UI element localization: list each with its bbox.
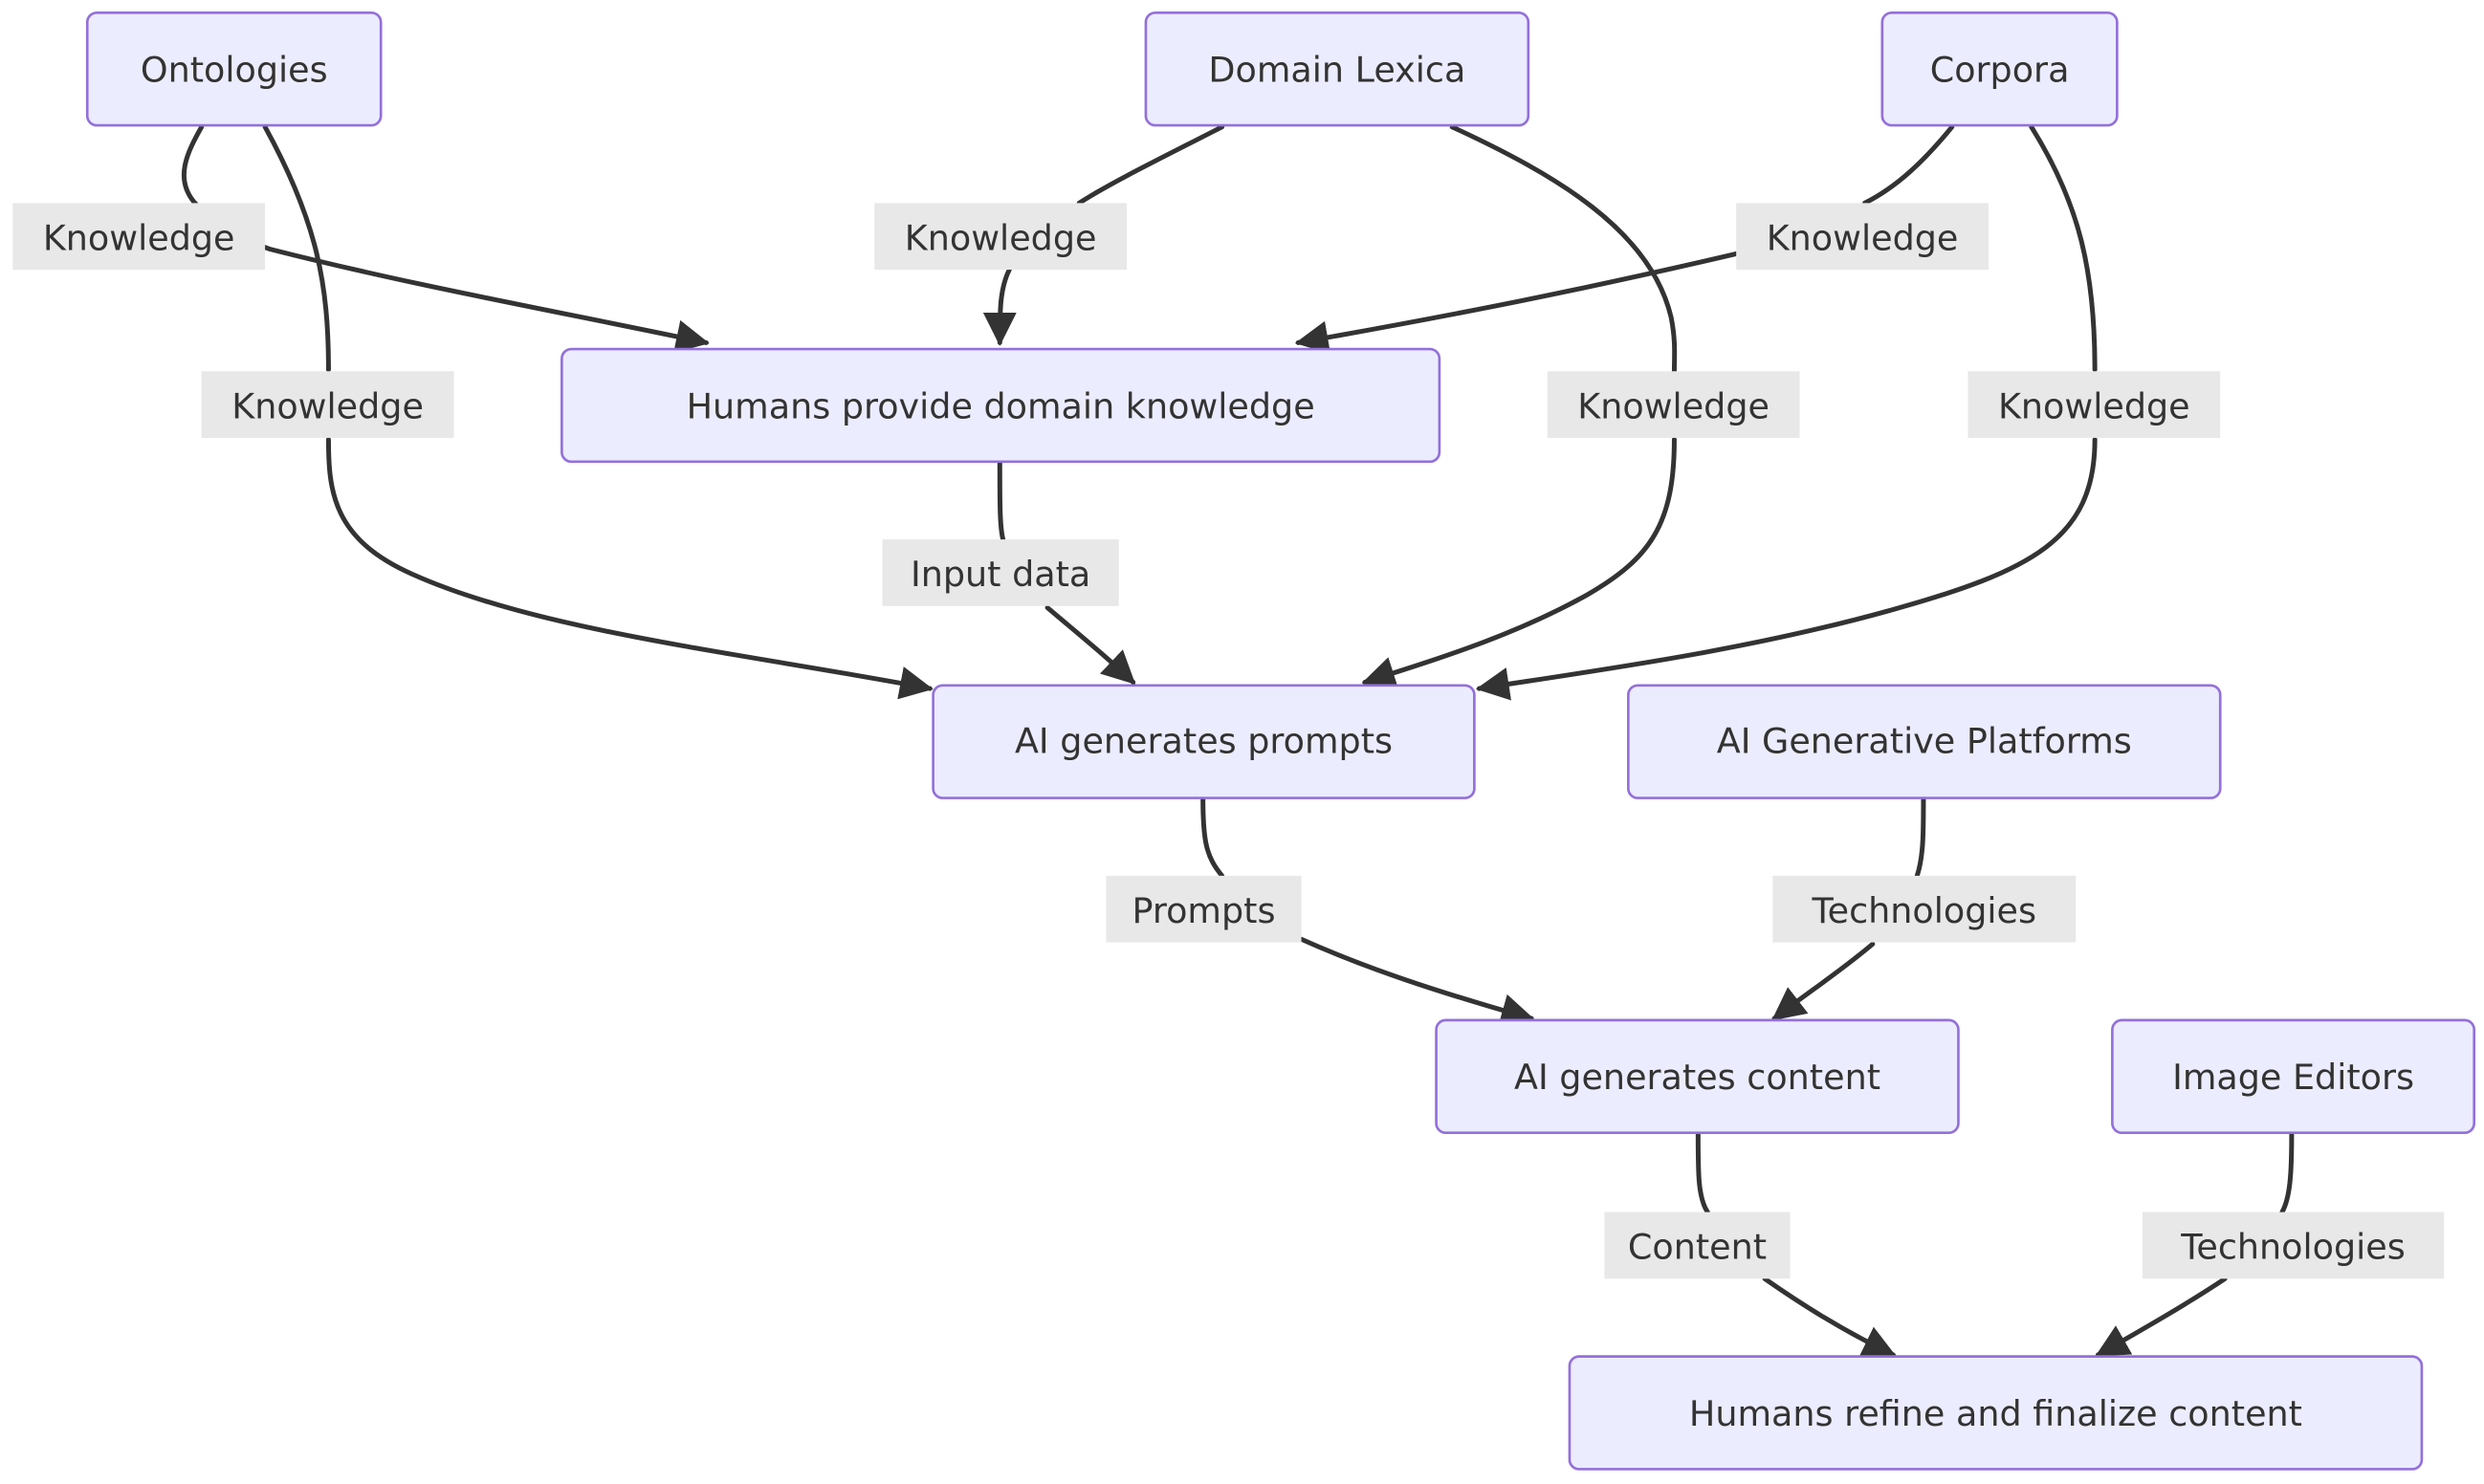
edge-prompts-to-content — [1200, 796, 1531, 1019]
edge-platforms-to-content — [1774, 796, 1926, 1019]
edge-label-text: Knowledge — [1577, 385, 1770, 426]
node-label: Ontologies — [141, 50, 328, 91]
node-label: Domain Lexica — [1208, 50, 1465, 91]
edge-label-lexica-to-prompts: Knowledge — [1547, 371, 1800, 438]
edge-lexica-to-prompts — [1365, 124, 1678, 683]
edge-label-text: Input data — [911, 554, 1090, 595]
edge-label-corpora-to-prompts: Knowledge — [1967, 371, 2221, 438]
edge-label-text: Content — [1628, 1227, 1767, 1268]
edge-ontologies-to-prompts — [262, 124, 930, 688]
edge-label-text: Knowledge — [1767, 217, 1959, 258]
node-humans-refine-content: Humans refine and finalize content — [1568, 1355, 2424, 1471]
node-label: AI Generative Platforms — [1717, 720, 2132, 761]
node-label: AI generates content — [1514, 1057, 1880, 1098]
node-image-editors: Image Editors — [2111, 1018, 2476, 1134]
edge-label-lexica-to-humans: Knowledge — [874, 203, 1128, 271]
edge-labels: Knowledge Knowledge Knowledge Knowledge … — [12, 203, 2445, 1279]
edge-ontologies-to-humans — [181, 124, 710, 353]
node-ontologies: Ontologies — [85, 11, 383, 127]
edge-corpora-to-humans — [1298, 124, 1955, 343]
nodes: Ontologies Domain Lexica Corpora Humans … — [85, 11, 2476, 1471]
edge-label-ontologies-to-prompts: Knowledge — [201, 371, 454, 438]
edge-lexica-to-humans — [1000, 124, 1225, 343]
node-humans-provide-knowledge: Humans provide domain knowledge — [561, 347, 1441, 464]
edge-label-platforms-to-content: Technologies — [1772, 875, 2077, 943]
node-label: Image Editors — [2172, 1057, 2414, 1098]
node-label: AI generates prompts — [1015, 720, 1393, 761]
edges — [181, 124, 2295, 1355]
edge-label-text: Knowledge — [1998, 385, 2190, 426]
edge-corpora-to-prompts — [1479, 124, 2098, 688]
edge-label-text: Prompts — [1132, 890, 1276, 931]
edge-label-editors-to-refine: Technologies — [2142, 1211, 2445, 1279]
edge-label-text: Technologies — [1812, 890, 2036, 931]
edge-label-content-to-refine: Content — [1604, 1211, 1791, 1279]
edge-label-humans-to-prompts: Input data — [882, 539, 1119, 606]
edge-label-text: Knowledge — [43, 217, 235, 258]
edge-label-text: Technologies — [2180, 1227, 2405, 1268]
node-ai-generates-content: AI generates content — [1435, 1018, 1960, 1134]
node-label: Humans refine and finalize content — [1689, 1393, 2302, 1434]
edge-label-prompts-to-content: Prompts — [1106, 875, 1302, 943]
edge-label-text: Knowledge — [231, 385, 424, 426]
node-label: Corpora — [1930, 50, 2070, 91]
edge-content-to-refine — [1695, 1131, 1893, 1355]
node-corpora: Corpora — [1880, 11, 2119, 127]
edge-label-ontologies-to-humans: Knowledge — [12, 203, 266, 271]
node-domain-lexica: Domain Lexica — [1144, 11, 1530, 127]
edge-humans-to-prompts — [997, 460, 1132, 682]
node-ai-generative-platforms: AI Generative Platforms — [1627, 684, 2222, 799]
edge-label-corpora-to-humans: Knowledge — [1736, 203, 1989, 271]
node-ai-generates-prompts: AI generates prompts — [932, 684, 1476, 799]
edge-label-text: Knowledge — [905, 217, 1097, 258]
node-label: Humans provide domain knowledge — [687, 385, 1315, 426]
edge-editors-to-refine — [2098, 1131, 2295, 1355]
